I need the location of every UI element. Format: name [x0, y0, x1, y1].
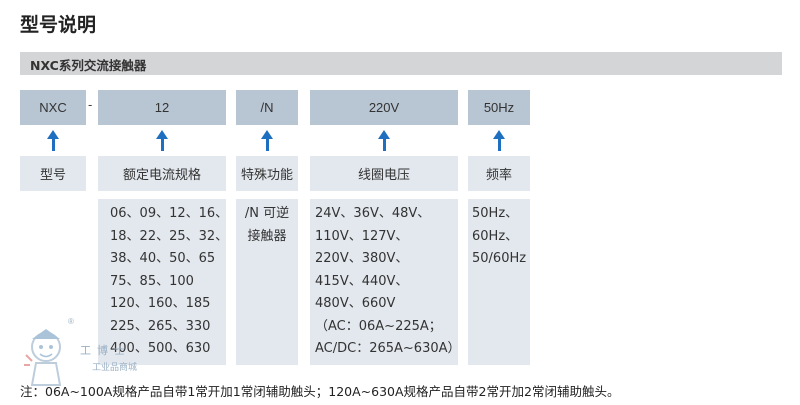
option-line: 50Hz、 [472, 206, 519, 221]
label-frequency: 频率 [468, 156, 530, 191]
option-line: 120、160、185 [110, 296, 211, 311]
option-line: 225、265、330 [110, 318, 211, 334]
options-current: 06、09、12、16、 18、22、25、32、 38、40、50、65 75… [98, 199, 229, 365]
code-box-special: /N [236, 90, 298, 125]
options-voltage: 24V、36V、48V、 110V、127V、 220V、380V、 415V、… [310, 199, 461, 365]
option-line: 24V、36V、48V、 [315, 206, 431, 221]
section-header-title: NXC系列交流接触器 [30, 58, 147, 73]
option-line: 06、09、12、16、 [110, 206, 229, 221]
option-line: AC/DC：265A~630A） [315, 341, 461, 356]
label-special: 特殊功能 [236, 156, 298, 191]
option-line: 18、22、25、32、 [110, 228, 229, 244]
option-line: 75、85、100 [110, 273, 194, 289]
page-title: 型号说明 [20, 14, 97, 36]
label-voltage: 线圈电压 [310, 156, 458, 191]
option-line: /N 可逆 [244, 206, 290, 221]
watermark-brand: 工博士 [80, 344, 131, 357]
code-separator: - [88, 97, 93, 112]
option-line: 400、500、630 [110, 341, 211, 356]
code-box-frequency: 50Hz [468, 90, 530, 125]
option-line: 415V、440V、 [315, 273, 409, 289]
footnote: 注：06A~100A规格产品自带1常开加1常闭辅助触头；120A~630A规格产… [20, 384, 620, 399]
options-special: /N 可逆 接触器 [236, 199, 298, 365]
option-line: 接触器 [247, 228, 287, 244]
label-model: 型号 [20, 156, 86, 191]
watermark-registered-mark: ® [68, 317, 74, 326]
option-line: 220V、380V、 [315, 251, 409, 266]
options-frequency: 50Hz、 60Hz、 50/60Hz [468, 199, 530, 365]
option-line: 110V、127V、 [315, 228, 409, 244]
option-line: 50/60Hz [472, 251, 527, 266]
code-box-model: NXC [20, 90, 86, 125]
watermark-mascot-icon [24, 329, 62, 386]
code-box-current: 12 [98, 90, 226, 125]
option-line: 38、40、50、65 [110, 251, 216, 266]
watermark-subtitle: 工业品商城 [92, 363, 138, 373]
option-line: （AC：06A~225A； [315, 318, 442, 334]
option-line: 480V、660V [315, 296, 396, 311]
code-box-voltage: 220V [310, 90, 458, 125]
section-header-bar [20, 52, 782, 75]
label-current: 额定电流规格 [98, 156, 226, 191]
option-line: 60Hz、 [472, 228, 519, 244]
